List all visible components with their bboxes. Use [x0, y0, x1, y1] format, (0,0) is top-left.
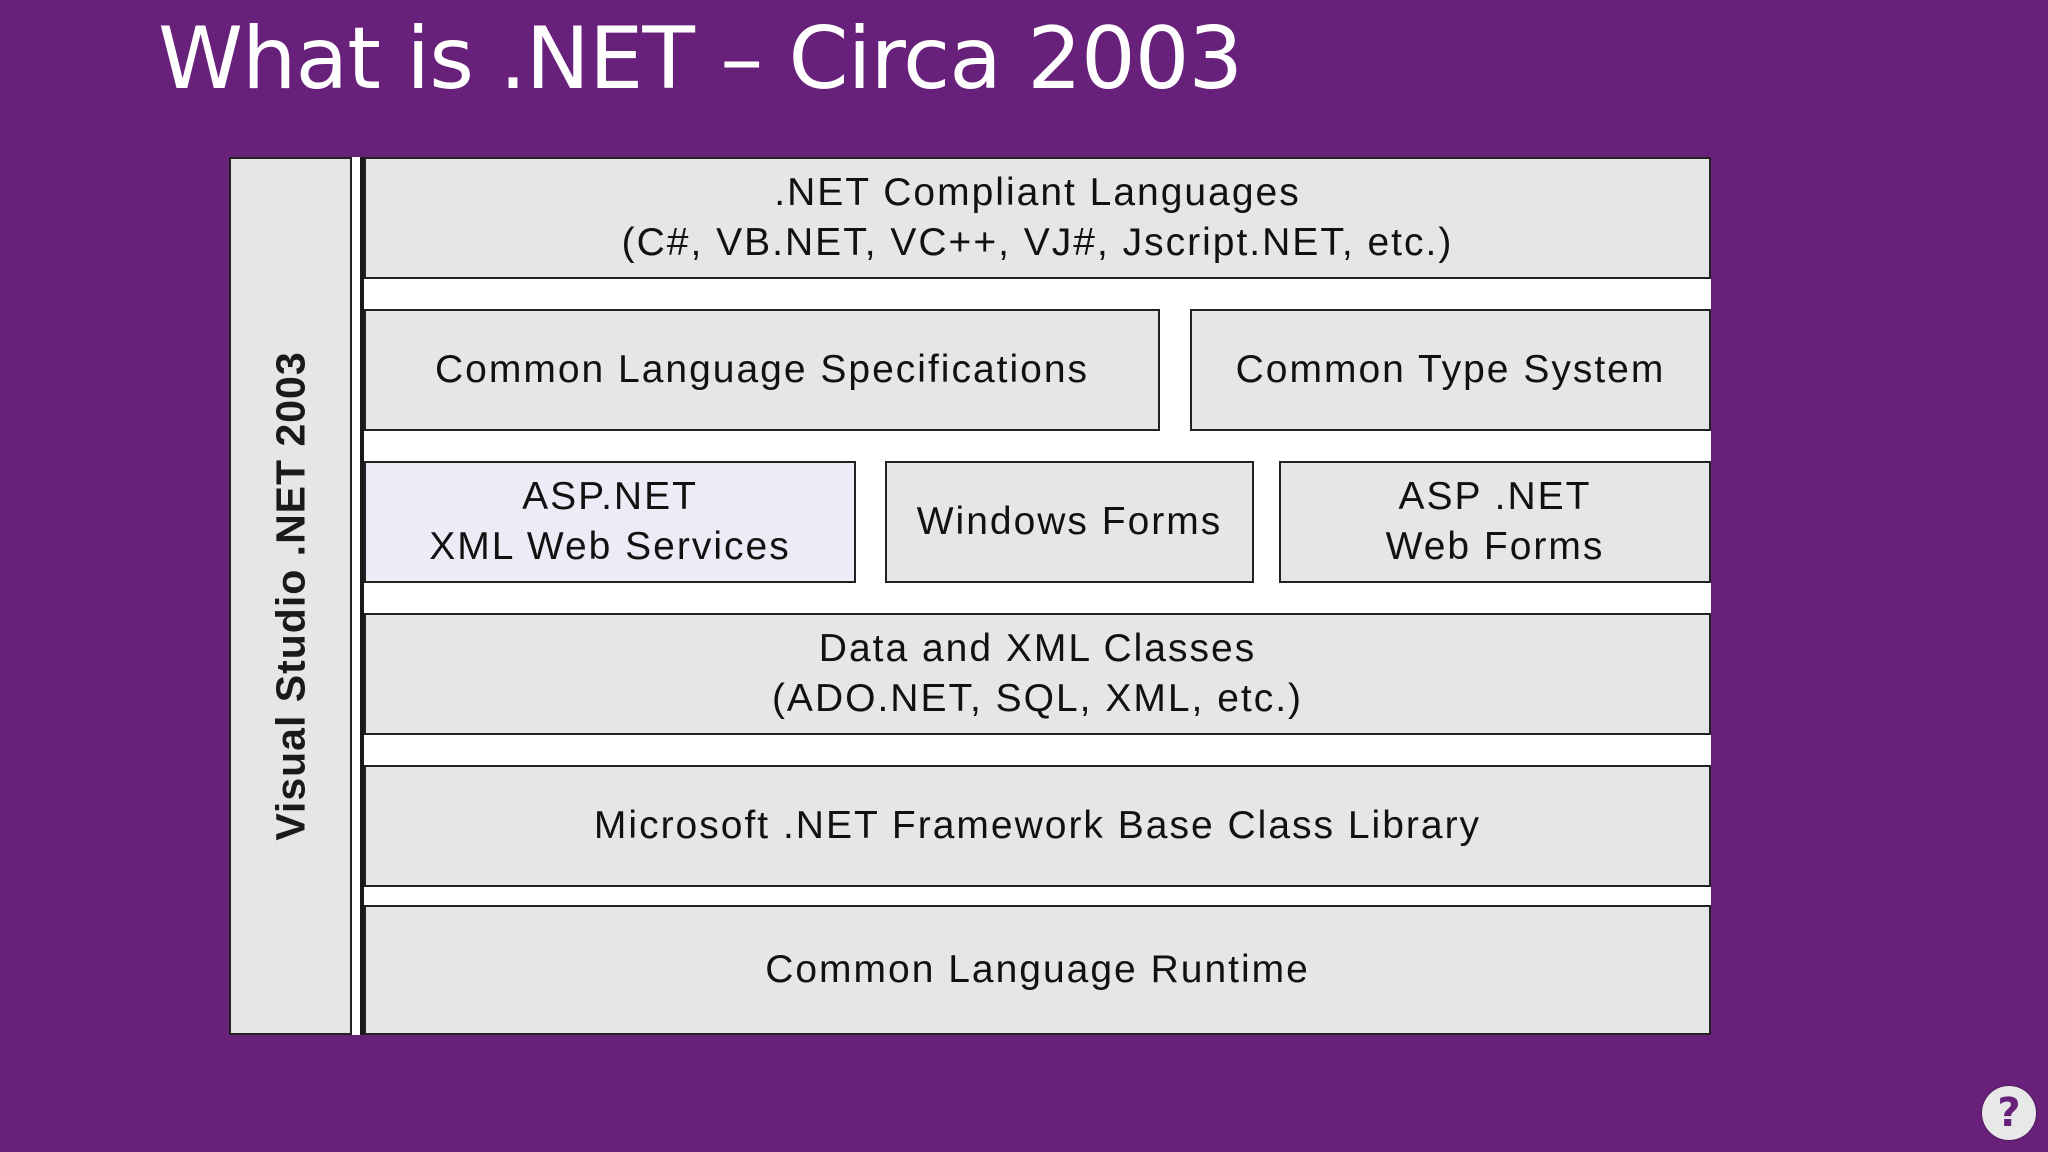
question-mark-icon[interactable]: ? [1982, 1086, 2036, 1140]
panel-divider [360, 157, 364, 1035]
windows-forms-layer: Windows Forms [885, 461, 1254, 583]
slide-title: What is .NET – Circa 2003 [158, 9, 1243, 109]
web-forms-subtitle: Web Forms [1385, 525, 1605, 568]
languages-layer: .NET Compliant Languages (C#, VB.NET, VC… [364, 157, 1711, 279]
bcl-label: Microsoft .NET Framework Base Class Libr… [593, 804, 1482, 847]
cls-layer: Common Language Specifications [364, 309, 1160, 431]
clr-label: Common Language Runtime [765, 948, 1310, 991]
cts-label: Common Type System [1235, 348, 1666, 391]
cls-label: Common Language Specifications [434, 348, 1090, 391]
data-xml-layer: Data and XML Classes (ADO.NET, SQL, XML,… [364, 613, 1711, 735]
web-services-title: ASP.NET [522, 475, 698, 518]
web-services-subtitle: XML Web Services [429, 525, 791, 568]
languages-title: .NET Compliant Languages [774, 171, 1301, 214]
bcl-layer: Microsoft .NET Framework Base Class Libr… [364, 765, 1711, 887]
data-xml-title: Data and XML Classes [818, 627, 1257, 670]
panel-gap [352, 157, 360, 1035]
windows-forms-label: Windows Forms [916, 500, 1223, 543]
visual-studio-panel: Visual Studio .NET 2003 [229, 157, 352, 1035]
data-xml-list: (ADO.NET, SQL, XML, etc.) [771, 677, 1304, 720]
help-glyph: ? [1997, 1090, 2021, 1136]
languages-list: (C#, VB.NET, VC++, VJ#, Jscript.NET, etc… [621, 221, 1454, 264]
web-forms-title: ASP .NET [1398, 475, 1592, 518]
web-services-layer: ASP.NET XML Web Services [364, 461, 856, 583]
clr-layer: Common Language Runtime [364, 905, 1711, 1035]
dotnet-architecture-diagram: Visual Studio .NET 2003 .NET Compliant L… [229, 157, 1711, 1035]
visual-studio-label: Visual Studio .NET 2003 [267, 351, 313, 841]
web-forms-layer: ASP .NET Web Forms [1279, 461, 1711, 583]
cts-layer: Common Type System [1190, 309, 1711, 431]
